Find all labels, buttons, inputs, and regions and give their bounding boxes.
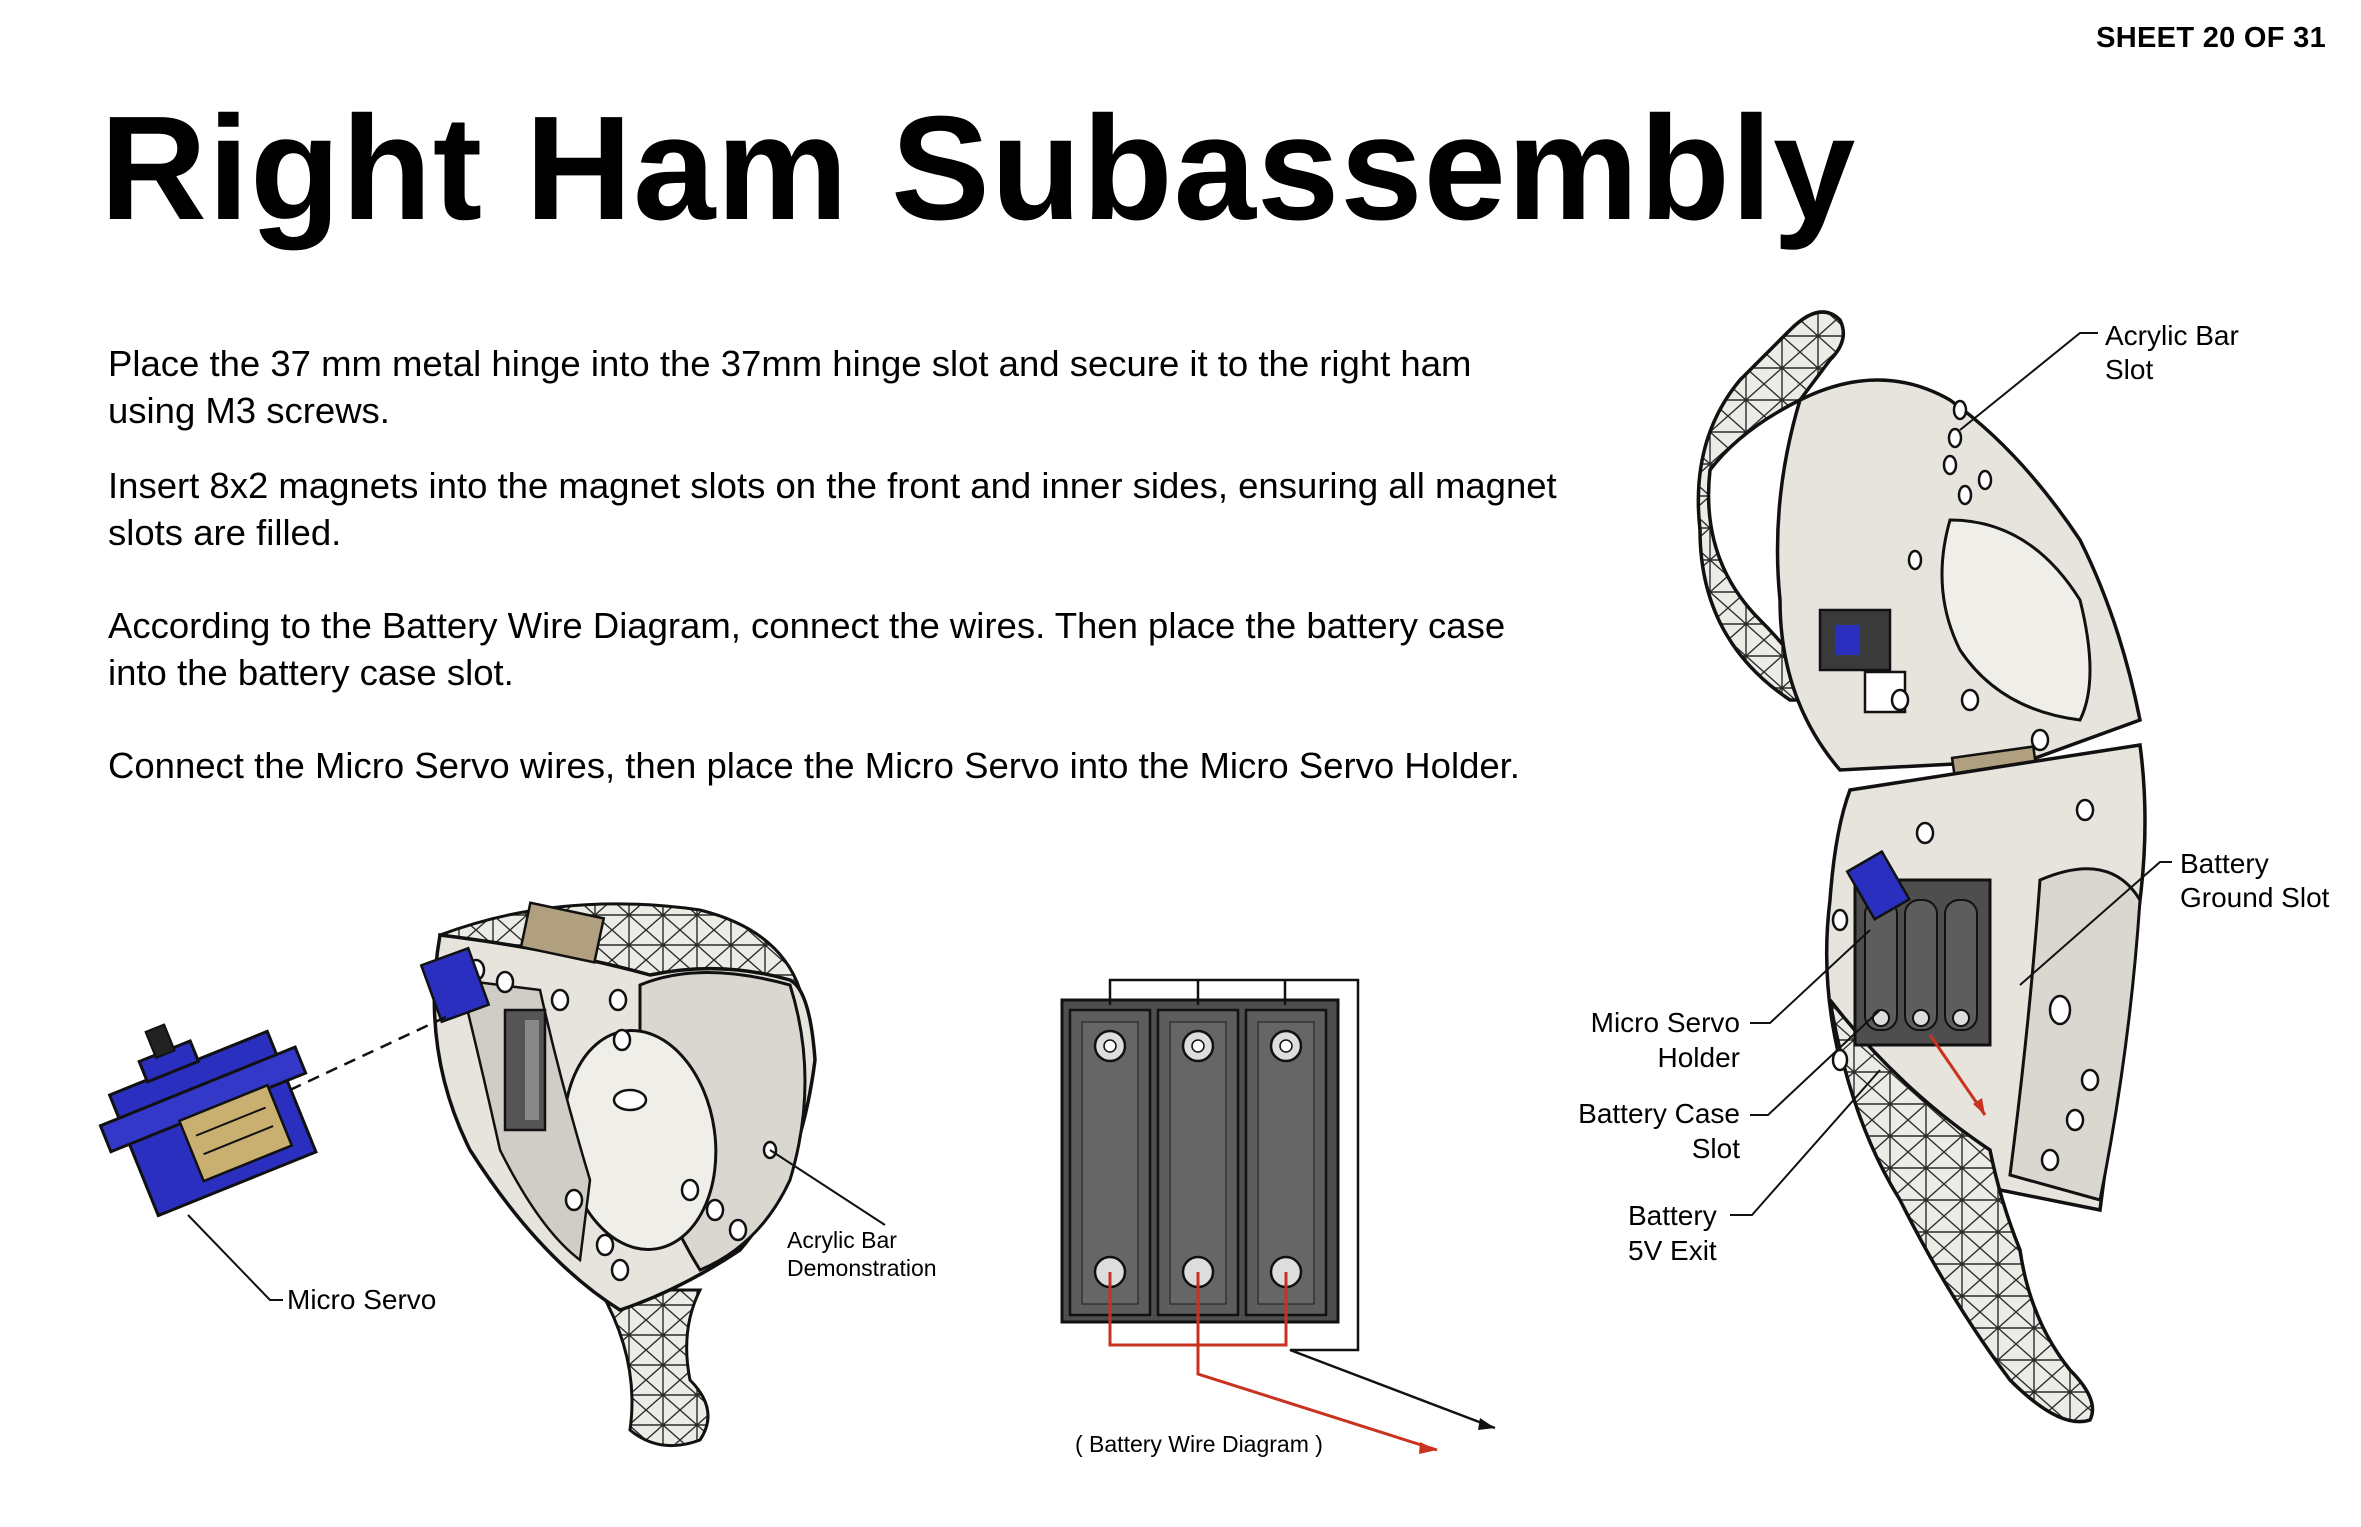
battery-5v-exit-label-1: Battery — [1628, 1200, 1717, 1231]
page-title: Right Ham Subassembly — [100, 86, 1857, 251]
instruction-magnets: Insert 8x2 magnets into the magnet slots… — [108, 465, 1557, 553]
instruction-micro-servo: Connect the Micro Servo wires, then plac… — [108, 745, 1520, 786]
lower-battery-pack — [1853, 878, 1992, 1047]
left-leg-mesh — [597, 1288, 710, 1448]
battery-5v-exit-leader — [1730, 1069, 1881, 1216]
left-holder-servo — [419, 946, 491, 1024]
sheet-number: SHEET 20 OF 31 — [2096, 22, 2326, 54]
servo-dashed-path — [289, 1013, 451, 1092]
black-wire-bus — [1108, 978, 1496, 1430]
acrylic-bar-demo-label-1: Acrylic Bar — [787, 1227, 897, 1253]
acrylic-bar-slot-label-1: Acrylic Bar — [2105, 320, 2239, 351]
upper-cavity — [1940, 518, 2092, 722]
micro-servo-leader — [187, 1214, 283, 1301]
black-wire-arrow — [1478, 1418, 1495, 1430]
micro-servo-holder-label-1: Micro Servo — [1590, 1007, 1740, 1038]
red-wire-bus — [1108, 1272, 1438, 1452]
battery-case-slot-label-2: Slot — [1691, 1133, 1740, 1164]
lower-mesh-leg — [1828, 998, 2095, 1424]
acrylic-bar-slot-label-2: Slot — [2105, 354, 2154, 385]
lower-side-face — [2008, 867, 2142, 1202]
upper-magnet-holes — [1890, 399, 2050, 752]
instruction-hinge: Place the 37 mm metal hinge into the 37m… — [108, 343, 1472, 431]
battery-case-slot-label-1: Battery Case — [1578, 1098, 1740, 1129]
micro-servo-label: Micro Servo — [287, 1284, 437, 1315]
micro-servo-holder-leader — [1750, 929, 1871, 1024]
battery-ground-slot-label-2: Ground Slot — [2180, 882, 2330, 913]
red-wire-arrow — [1419, 1442, 1437, 1454]
lower-side-hole — [2048, 994, 2072, 1026]
battery-case-slot-leader — [1750, 1009, 1881, 1116]
battery-ground-slot-label-1: Battery — [2180, 848, 2269, 879]
micro-servo-holder-label-2: Holder — [1657, 1042, 1740, 1073]
micro-servo — [98, 1023, 318, 1218]
lower-red-wire — [1928, 1034, 1987, 1116]
acrylic-bar-demo-label-2: Demonstration — [787, 1255, 937, 1281]
lower-magnet-holes — [1831, 798, 2100, 1172]
acrylic-bar-slot-leader — [1959, 332, 2098, 431]
battery-5v-exit-label-2: 5V Exit — [1628, 1235, 1717, 1266]
instruction-battery-wires: According to the Battery Wire Diagram, c… — [108, 605, 1506, 693]
acrylic-bar-leader — [769, 1149, 886, 1226]
upper-mesh-cap — [1696, 310, 1846, 702]
wire-diagram-caption: ( Battery Wire Diagram ) — [1075, 1431, 1323, 1457]
left-hinge — [519, 901, 606, 964]
left-cavity-knob — [612, 1088, 648, 1112]
lower-servo — [1845, 849, 1912, 921]
battery-ground-slot-leader — [2019, 861, 2172, 986]
